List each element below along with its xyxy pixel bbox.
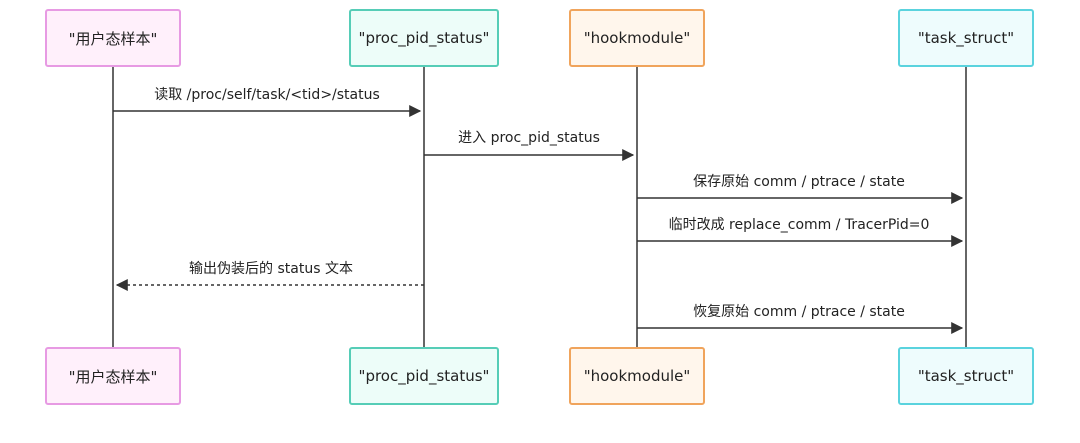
actor-user-sample-top: "用户态样本" — [45, 9, 181, 67]
actor-task-struct-bottom: "task_struct" — [898, 347, 1034, 405]
message-label-4: 临时改成 replace_comm / TracerPid=0 — [668, 217, 930, 233]
message-label-2: 进入 proc_pid_status — [458, 130, 600, 146]
actor-user-sample-bottom: "用户态样本" — [45, 347, 181, 405]
actor-label: "proc_pid_status" — [358, 29, 490, 47]
actor-label: "task_struct" — [917, 367, 1015, 385]
message-label-1: 读取 /proc/self/task/<tid>/status — [154, 87, 380, 103]
actor-label: "用户态样本" — [68, 367, 158, 386]
actor-label: "hookmodule" — [583, 367, 691, 385]
actor-proc-pid-status-top: "proc_pid_status" — [349, 9, 499, 67]
actor-proc-pid-status-bottom: "proc_pid_status" — [349, 347, 499, 405]
actor-label: "hookmodule" — [583, 29, 691, 47]
message-label-5: 输出伪装后的 status 文本 — [189, 261, 353, 277]
actor-label: "用户态样本" — [68, 29, 158, 48]
actor-label: "proc_pid_status" — [358, 367, 490, 385]
actor-hookmodule-top: "hookmodule" — [569, 9, 705, 67]
actor-label: "task_struct" — [917, 29, 1015, 47]
message-label-3: 保存原始 comm / ptrace / state — [693, 174, 905, 190]
actor-hookmodule-bottom: "hookmodule" — [569, 347, 705, 405]
actor-task-struct-top: "task_struct" — [898, 9, 1034, 67]
message-label-6: 恢复原始 comm / ptrace / state — [693, 304, 905, 320]
